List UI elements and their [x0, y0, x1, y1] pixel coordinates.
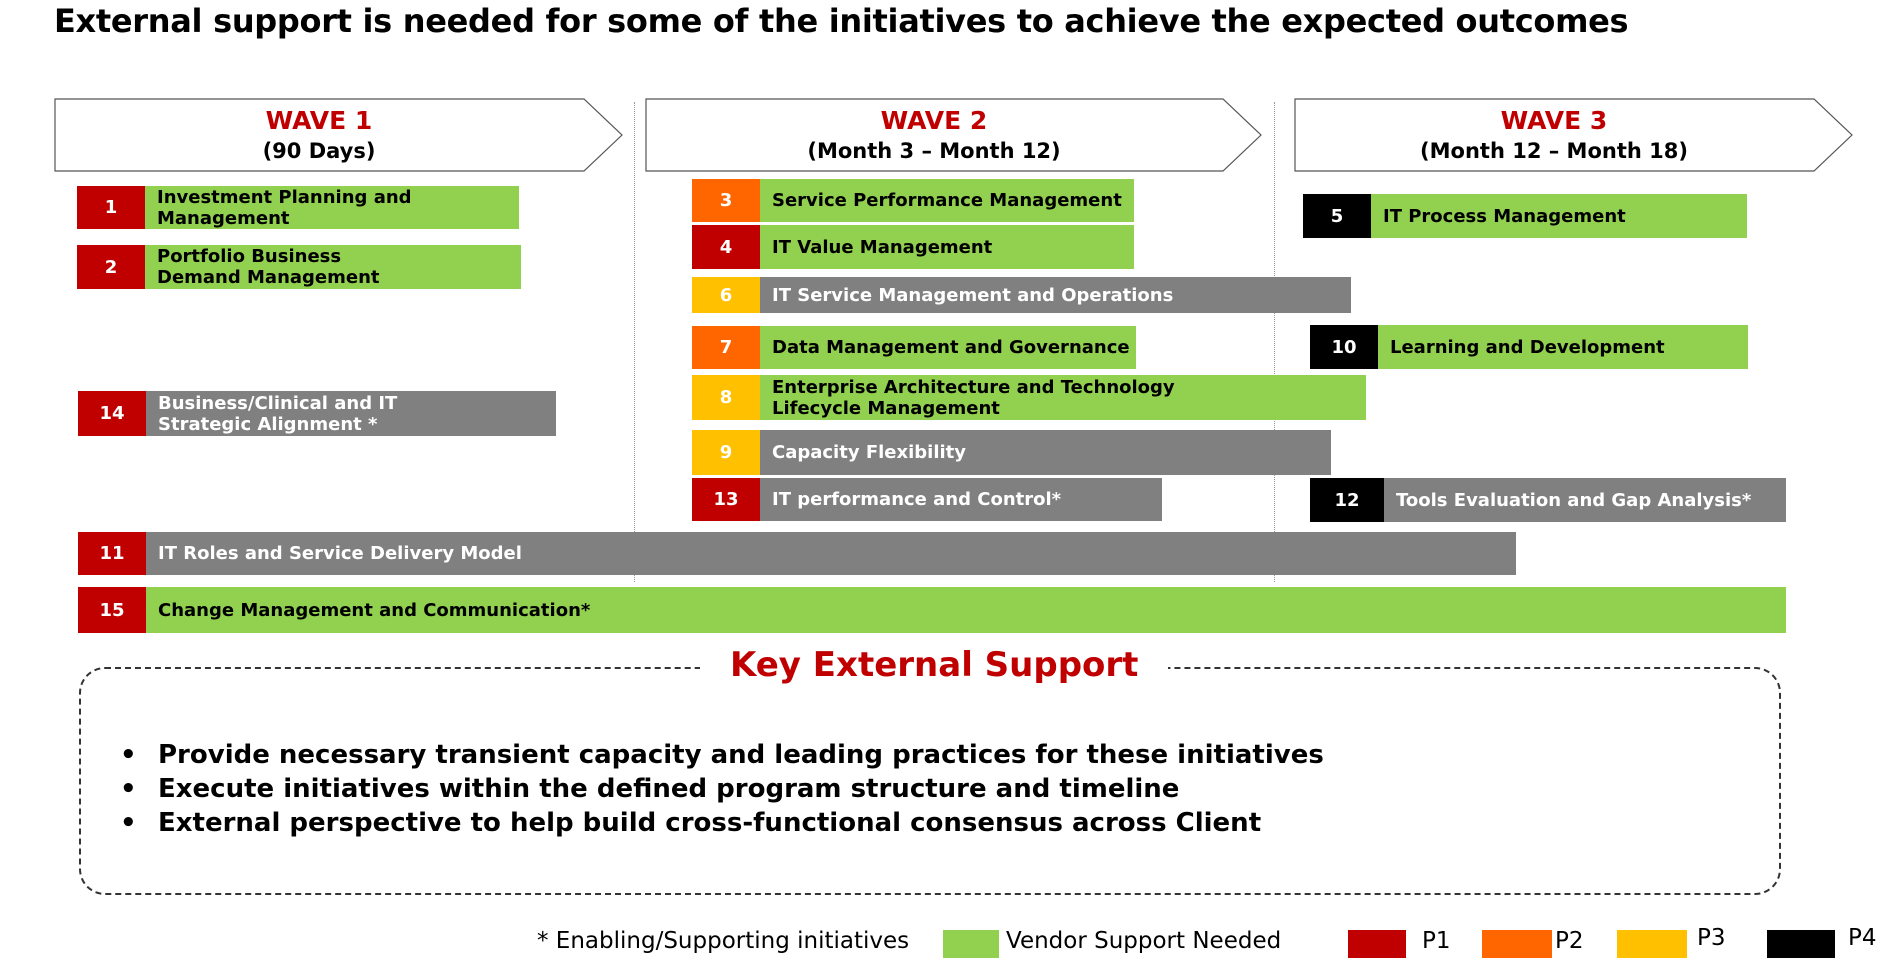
initiative-label: Investment Planning and Management — [157, 186, 412, 229]
support-bullet: Execute initiatives within the defined p… — [118, 772, 1324, 806]
initiative-label: IT performance and Control* — [772, 489, 1062, 510]
legend-p2-label: P2 — [1555, 928, 1584, 954]
initiative-bar: 10 Learning and Development — [1310, 325, 1748, 369]
initiative-label: Portfolio Business Demand Management — [157, 246, 380, 288]
wave-2-period: (Month 3 – Month 12) — [807, 139, 1061, 163]
initiative-number: 6 — [692, 277, 760, 313]
initiative-label: Change Management and Communication* — [158, 599, 591, 621]
initiative-number: 13 — [692, 478, 760, 521]
legend-p3-swatch — [1617, 930, 1687, 958]
initiative-bar: 4 IT Value Management — [692, 225, 1134, 269]
legend-p3-label: P3 — [1697, 925, 1726, 951]
initiative-label: IT Value Management — [772, 236, 993, 258]
initiative-number: 2 — [77, 245, 145, 289]
wave-divider-2 — [1274, 102, 1275, 582]
initiative-bar: 8 Enterprise Architecture and Technology… — [692, 375, 1366, 420]
initiative-label: IT Process Management — [1383, 205, 1626, 227]
wave-2-header: WAVE 2 (Month 3 – Month 12) — [645, 98, 1263, 172]
initiative-bar: 1 Investment Planning and Management — [77, 186, 519, 229]
initiative-bar: 5 IT Process Management — [1303, 194, 1747, 238]
initiative-number: 15 — [78, 587, 146, 633]
wave-3-header: WAVE 3 (Month 12 – Month 18) — [1294, 98, 1854, 172]
wave-2-arrow-shape — [645, 98, 1262, 172]
wave-2-name: WAVE 2 — [880, 106, 988, 135]
initiative-number: 9 — [692, 430, 760, 475]
support-bullet: External perspective to help build cross… — [118, 806, 1324, 840]
initiative-bar: 14 Business/Clinical and IT Strategic Al… — [78, 391, 556, 436]
page-title: External support is needed for some of t… — [54, 2, 1629, 40]
legend-p4-swatch — [1767, 930, 1835, 958]
legend-p2-swatch — [1482, 930, 1552, 958]
initiative-number: 7 — [692, 326, 760, 369]
key-external-support-title: Key External Support — [700, 645, 1169, 685]
initiative-number: 4 — [692, 225, 760, 269]
initiative-label: IT Service Management and Operations — [772, 284, 1174, 306]
wave-divider-1 — [634, 102, 635, 582]
support-bullet: Provide necessary transient capacity and… — [118, 738, 1324, 772]
initiative-bar: 7 Data Management and Governance — [692, 326, 1136, 369]
wave-1-period: (90 Days) — [262, 139, 376, 163]
legend-vendor-swatch — [943, 930, 999, 958]
legend-note: * Enabling/Supporting initiatives — [537, 928, 910, 954]
wave-1-arrow-shape — [54, 98, 623, 172]
wave-3-arrow-shape — [1294, 98, 1853, 172]
initiative-number: 14 — [78, 391, 146, 436]
wave-3-period: (Month 12 – Month 18) — [1420, 139, 1688, 163]
initiative-label: IT Roles and Service Delivery Model — [158, 543, 522, 564]
legend-vendor-label: Vendor Support Needed — [1006, 928, 1282, 954]
initiative-bar: 6 IT Service Management and Operations — [692, 277, 1351, 313]
wave-1-header: WAVE 1 (90 Days) — [54, 98, 624, 172]
initiative-bar: 15 Change Management and Communication* — [78, 587, 1786, 633]
initiative-number: 12 — [1310, 478, 1384, 522]
initiative-bar: 11 IT Roles and Service Delivery Model — [78, 532, 1516, 575]
initiative-label: Business/Clinical and IT Strategic Align… — [158, 392, 398, 435]
wave-1-name: WAVE 1 — [265, 106, 373, 135]
initiative-bar: 3 Service Performance Management — [692, 179, 1134, 222]
initiative-label: Capacity Flexibility — [772, 442, 967, 463]
initiative-label: Tools Evaluation and Gap Analysis* — [1396, 489, 1752, 511]
initiative-bar: 9 Capacity Flexibility — [692, 430, 1331, 475]
initiative-bar: 2 Portfolio Business Demand Management — [77, 245, 521, 289]
legend-p1-swatch — [1348, 930, 1406, 958]
initiative-number: 8 — [692, 375, 760, 420]
initiative-number: 3 — [692, 179, 760, 222]
support-bullet-list: Provide necessary transient capacity and… — [118, 738, 1324, 840]
wave-3-name: WAVE 3 — [1500, 106, 1608, 135]
initiative-label: Service Performance Management — [772, 190, 1122, 211]
legend-p1-label: P1 — [1422, 928, 1451, 954]
initiative-label: Learning and Development — [1390, 336, 1665, 358]
initiative-bar: 12 Tools Evaluation and Gap Analysis* — [1310, 478, 1786, 522]
initiative-number: 10 — [1310, 325, 1378, 369]
initiative-bar: 13 IT performance and Control* — [692, 478, 1162, 521]
legend-p4-label: P4 — [1848, 925, 1877, 951]
initiative-number: 1 — [77, 186, 145, 229]
initiative-number: 11 — [78, 532, 146, 575]
initiative-label: Data Management and Governance — [772, 337, 1130, 358]
initiative-label: Enterprise Architecture and Technology L… — [772, 376, 1175, 419]
initiative-number: 5 — [1303, 194, 1371, 238]
